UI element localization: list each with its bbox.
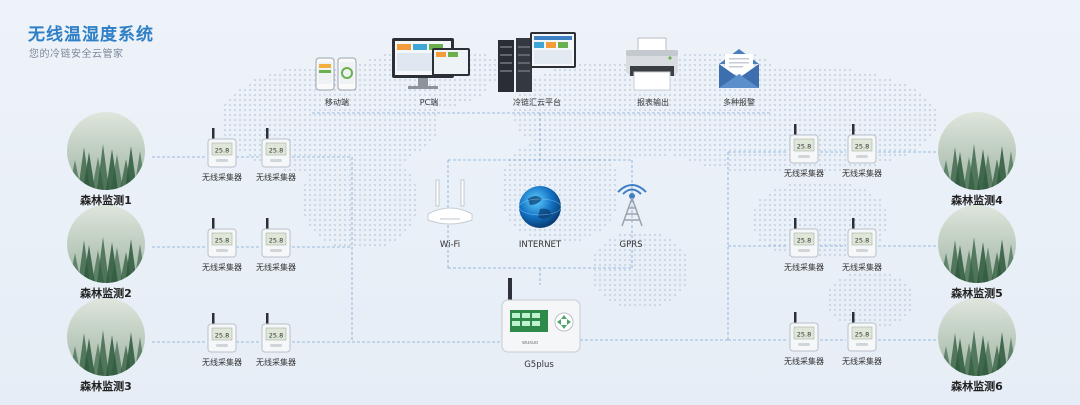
sensor-reading: 25.8 (797, 237, 811, 245)
sensor-label: 无线采集器 (784, 357, 824, 366)
sensor-label: 无线采集器 (202, 358, 242, 367)
forest-site-label: 森林监测4 (951, 194, 1003, 207)
sensor-reading: 25.8 (797, 143, 811, 151)
sensor-icon: 25.8 (260, 313, 292, 355)
sensor-icon: 25.8 (788, 218, 820, 260)
antenna-tower-icon (617, 184, 647, 227)
sensor-reading: 25.8 (269, 237, 283, 245)
monitor-icon (392, 38, 470, 89)
sensor-reading: 25.8 (269, 147, 283, 155)
sensor-label: 无线采集器 (842, 263, 882, 272)
sensor-reading: 25.8 (269, 332, 283, 340)
forest-site-image (938, 298, 1016, 376)
sensor-label: 无线采集器 (842, 169, 882, 178)
sensor-reading: 25.8 (215, 237, 229, 245)
page-subtitle: 您的冷链安全云管家 (29, 49, 124, 60)
forest-site-image (67, 205, 145, 283)
router-icon (427, 179, 473, 225)
sensor-label: 无线采集器 (202, 173, 242, 182)
forest-site-label: 森林监测2 (80, 287, 132, 300)
forest-site-label: 森林监测1 (80, 194, 132, 207)
sensor-icon: 25.8 (260, 128, 292, 170)
sensor-label: 无线采集器 (256, 263, 296, 272)
envelope-icon (719, 49, 759, 88)
forest-site-image (938, 205, 1016, 283)
sensor-reading: 25.8 (797, 331, 811, 339)
sensor-reading: 25.8 (855, 237, 869, 245)
network-label-wifi: Wi-Fi (439, 240, 461, 250)
server-icon (498, 32, 576, 92)
sensor-icon: 25.8 (846, 124, 878, 166)
printer-icon (626, 37, 678, 91)
sensor-icon: 25.8 (206, 218, 238, 260)
gateway-icon: wusuo (501, 278, 581, 353)
forest-site-label: 森林监测5 (951, 287, 1003, 300)
gateway-label: G5plus (524, 360, 554, 370)
sensor-icon: 25.8 (788, 312, 820, 354)
sensor-label: 无线采集器 (784, 169, 824, 178)
gateway-brand-logo: wusuo (522, 340, 538, 346)
platform-label-alarm: 多种报警 (723, 98, 755, 107)
network-label-internet: INTERNET (518, 240, 562, 250)
sensor-label: 无线采集器 (842, 357, 882, 366)
smartphone-icon (315, 57, 357, 91)
sensor-icon: 25.8 (846, 312, 878, 354)
platform-label-pc: PC端 (419, 98, 439, 107)
network-label-gprs: GPRS (619, 240, 643, 250)
sensor-reading: 25.8 (215, 332, 229, 340)
platform-label-cloud: 冷链汇云平台 (513, 98, 561, 107)
sensor-icon: 25.8 (846, 218, 878, 260)
forest-site-label: 森林监测6 (951, 380, 1003, 393)
sensor-icon: 25.8 (788, 124, 820, 166)
platform-label-report: 报表输出 (637, 98, 669, 107)
sensor-reading: 25.8 (855, 143, 869, 151)
sensor-label: 无线采集器 (256, 173, 296, 182)
forest-site-image (67, 298, 145, 376)
sensor-icon: 25.8 (206, 128, 238, 170)
sensor-icon: 25.8 (206, 313, 238, 355)
globe-icon (518, 186, 562, 228)
platform-label-mobile: 移动端 (325, 98, 349, 107)
forest-site-image (938, 112, 1016, 190)
sensor-reading: 25.8 (855, 331, 869, 339)
sensor-label: 无线采集器 (256, 358, 296, 367)
forest-site-label: 森林监测3 (80, 380, 132, 393)
page-title: 无线温湿度系统 (28, 25, 154, 45)
forest-site-image (67, 112, 145, 190)
sensor-label: 无线采集器 (202, 263, 242, 272)
sensor-reading: 25.8 (215, 147, 229, 155)
sensor-label: 无线采集器 (784, 263, 824, 272)
sensor-icon: 25.8 (260, 218, 292, 260)
